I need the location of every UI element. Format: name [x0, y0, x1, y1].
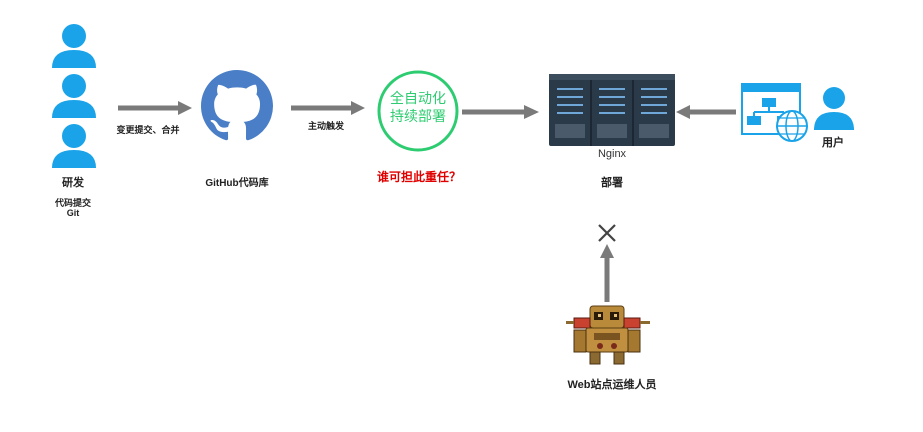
robot-label: Web站点运维人员 — [567, 379, 657, 391]
github-octocat-icon — [201, 70, 273, 141]
person-icon — [52, 24, 96, 68]
developer-sub-line2: Git — [66, 208, 80, 218]
developer-label: 研发 — [62, 177, 84, 189]
github-label: GitHub代码库 — [205, 178, 269, 189]
ci-question: 谁可担此重任？ — [376, 170, 461, 184]
trigger-arrow-label: 主动触发 — [307, 121, 344, 131]
person-icon — [52, 74, 96, 118]
server-rack-icon — [549, 74, 675, 146]
ci-line1: 全自动化 — [390, 90, 446, 106]
arrow-right-icon — [118, 101, 192, 115]
server-label: 部署 — [601, 177, 623, 189]
user-label: 用户 — [822, 137, 844, 149]
server-name: Nginx — [597, 148, 627, 160]
arrow-right-icon — [291, 101, 365, 115]
ci-circle-shape — [377, 70, 459, 152]
website-sitemap-icon — [741, 83, 808, 142]
ci-line2: 持续部署 — [390, 108, 446, 124]
commit-arrow-label: 变更提交、合并 — [116, 125, 180, 135]
arrow-up-icon — [600, 244, 614, 302]
blocked-x-icon — [598, 224, 616, 242]
person-icon — [52, 124, 96, 168]
arrow-right-icon — [462, 105, 539, 119]
arrow-left-icon — [676, 105, 736, 119]
developer-sub-line1: 代码提交 — [54, 198, 91, 208]
user-person-icon — [814, 87, 854, 130]
developers-group — [52, 24, 96, 168]
robot-icon — [566, 305, 650, 365]
